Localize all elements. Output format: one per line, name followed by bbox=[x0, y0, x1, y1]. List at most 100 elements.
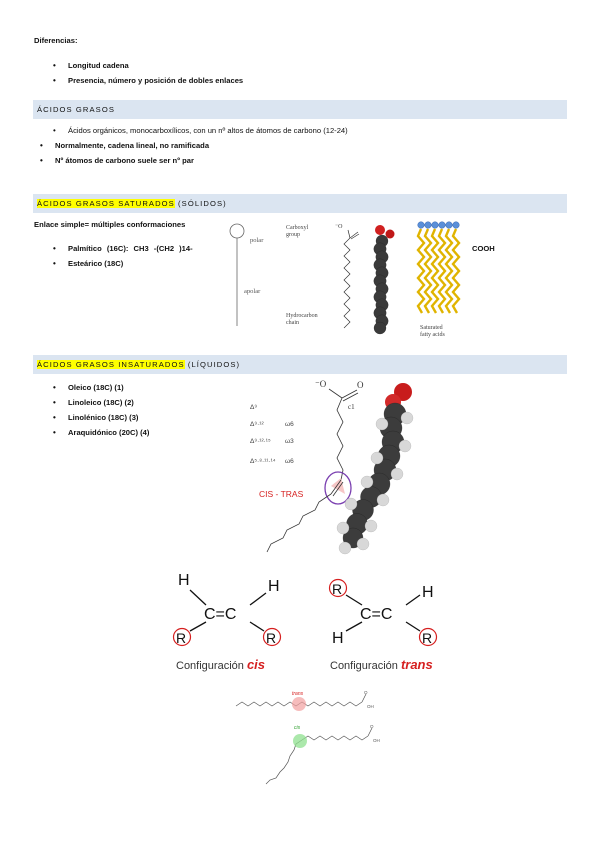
hydrocarbon-zigzag bbox=[343, 237, 351, 329]
cis-bond-highlight bbox=[324, 471, 352, 505]
chain-bond bbox=[341, 389, 358, 399]
oxygen-atom bbox=[385, 229, 395, 239]
list-item: Presencia, número y posición de dobles e… bbox=[53, 76, 243, 86]
section-title-rest: (SÓLIDOS) bbox=[174, 199, 227, 208]
chain-bond bbox=[361, 693, 367, 703]
saturated-fatty-acid-figure: polar apolar Carboxyl group Hydrocarbon … bbox=[229, 221, 461, 338]
bond-line bbox=[189, 621, 207, 632]
section-title-highlight: ÁCIDOS GRASOS INSATURADOS bbox=[37, 360, 185, 369]
list-item: Ácidos orgánicos, monocarboxílicos, con … bbox=[53, 126, 348, 136]
trans-tag: trans bbox=[292, 691, 304, 697]
list-item: Normalmente, cadena lineal, no ramificad… bbox=[40, 141, 209, 151]
bond-line bbox=[345, 621, 363, 632]
bond-line bbox=[249, 592, 267, 606]
omega-3-label: ω3 bbox=[285, 438, 294, 445]
oleic-acid-figure: Δ⁹ Δ⁹·¹² ω6 Δ⁹·¹²·¹⁵ ω3 Δ⁵·⁸·¹¹·¹⁴ ω6 ⁻O… bbox=[250, 379, 414, 555]
chain-bond bbox=[350, 233, 360, 240]
carboxyl-o-minus: ⁻O bbox=[315, 379, 327, 389]
section-subtitle: Enlace simple= múltiples conformaciones bbox=[34, 220, 186, 229]
cis-chain-right bbox=[301, 735, 369, 741]
carboxyl-o-minus: ⁻O bbox=[335, 224, 343, 230]
delta-5-8-11-14-label: Δ⁵·⁸·¹¹·¹⁴ bbox=[250, 458, 276, 465]
trans-h-left: H bbox=[332, 630, 344, 647]
chain-lower bbox=[266, 493, 332, 553]
cis-r-right: R bbox=[266, 630, 276, 646]
cis-r-left: R bbox=[176, 630, 186, 646]
hydrocarbon-label: Hydrocarbon bbox=[286, 313, 318, 319]
bond-line bbox=[405, 621, 421, 632]
section-title-rest: (LÍQUIDOS) bbox=[184, 360, 241, 369]
saturated-label: Saturated bbox=[420, 325, 443, 331]
bond-line bbox=[249, 621, 265, 632]
list-item: Araquidónico (20C) (4) bbox=[53, 428, 150, 438]
delta-9-12-label: Δ⁹·¹² bbox=[250, 421, 264, 428]
cis-caption: Configuración cis bbox=[176, 657, 265, 672]
bond-line bbox=[345, 594, 363, 606]
carboxyl-label: Carboxyl bbox=[286, 225, 309, 231]
cis-tag: cis bbox=[294, 725, 301, 731]
chain-bond bbox=[347, 229, 351, 239]
cis-bond-highlight bbox=[293, 734, 307, 748]
chain-bond bbox=[342, 392, 359, 402]
cis-cc-label: C=C bbox=[204, 606, 236, 623]
bond-line bbox=[189, 589, 207, 606]
chain-bond bbox=[349, 231, 359, 239]
trans-oh-label: OH bbox=[367, 704, 374, 709]
delta-9-12-15-label: Δ⁹·¹²·¹⁵ bbox=[250, 438, 271, 445]
c1-label: c1 bbox=[348, 403, 355, 411]
trans-bond-highlight bbox=[292, 697, 306, 711]
cis-trans-skeletal-chains: trans O OH cis O OH bbox=[235, 690, 380, 785]
chain-bond bbox=[328, 388, 343, 399]
cis-o-label: O bbox=[370, 724, 374, 729]
apolar-label: apolar bbox=[244, 288, 261, 295]
r-group-circle bbox=[172, 627, 192, 647]
bond-line bbox=[405, 594, 421, 606]
chain-bond bbox=[367, 727, 373, 737]
r-group-circle bbox=[262, 627, 282, 647]
cis-h-right: H bbox=[268, 578, 280, 595]
space-filling-model bbox=[373, 225, 395, 335]
section-title-highlight: ÁCIDOS GRASOS SATURADOS bbox=[37, 199, 175, 208]
section-header-saturados: ÁCIDOS GRASOS SATURADOS (SÓLIDOS) bbox=[33, 194, 567, 213]
polar-head-shape bbox=[229, 223, 245, 239]
cis-oh-label: OH bbox=[373, 738, 380, 743]
carboxyl-label-2: group bbox=[286, 232, 300, 238]
list-item: Oleico (18C) (1) bbox=[53, 383, 124, 393]
r-group-circle bbox=[328, 578, 348, 598]
list-item: Nº átomos de carbono suele ser nº par bbox=[40, 156, 194, 166]
chain-bond bbox=[330, 479, 342, 495]
trans-o-label: O bbox=[364, 690, 368, 695]
list-item: Palmítico (16C): CH3 -(CH2 )14- bbox=[53, 244, 193, 254]
omega-6-label: ω6 bbox=[285, 421, 294, 428]
intro-heading: Diferencias: bbox=[34, 36, 78, 45]
cooh-label: COOH bbox=[472, 244, 495, 253]
list-item: Esteárico (18C) bbox=[53, 259, 123, 269]
cis-chain-left bbox=[265, 739, 303, 785]
cis-prefix: Configuración bbox=[176, 660, 247, 672]
r-group-circle bbox=[418, 627, 438, 647]
cis-word: cis bbox=[247, 657, 265, 672]
omega-6b-label: ω6 bbox=[285, 458, 294, 465]
trans-prefix: Configuración bbox=[330, 660, 401, 672]
chain-upper bbox=[336, 397, 344, 481]
saturated-fatty-acids-bundle bbox=[416, 221, 461, 314]
trans-cc-label: C=C bbox=[360, 606, 392, 623]
polar-label: polar bbox=[250, 237, 264, 244]
section-header-insaturados: ÁCIDOS GRASOS INSATURADOS (LÍQUIDOS) bbox=[33, 355, 567, 374]
double-bond-wedge bbox=[331, 478, 345, 494]
trans-word: trans bbox=[401, 657, 433, 672]
section-title: ÁCIDOS GRASOS SATURADOS (SÓLIDOS) bbox=[37, 199, 227, 208]
chain-bond bbox=[332, 481, 344, 497]
cis-tras-label: CIS - TRAS bbox=[259, 489, 304, 499]
list-item: Longitud cadena bbox=[53, 61, 129, 71]
trans-h-right: H bbox=[422, 584, 434, 601]
section-title: ÁCIDOS GRASOS INSATURADOS (LÍQUIDOS) bbox=[37, 360, 240, 369]
oxygen-atom bbox=[375, 225, 385, 235]
section-title: ÁCIDOS GRASOS bbox=[37, 105, 116, 114]
cis-trans-configuration-diagram: H H C=C R R Configuración cis R H C=C H … bbox=[172, 572, 438, 672]
delta-9-label: Δ⁹ bbox=[250, 404, 257, 411]
trans-caption: Configuración trans bbox=[330, 657, 433, 672]
hydrocarbon-label-2: chain bbox=[286, 320, 299, 326]
cis-h-left: H bbox=[178, 572, 190, 589]
section-header-acidos-grasos: ÁCIDOS GRASOS bbox=[33, 100, 567, 119]
